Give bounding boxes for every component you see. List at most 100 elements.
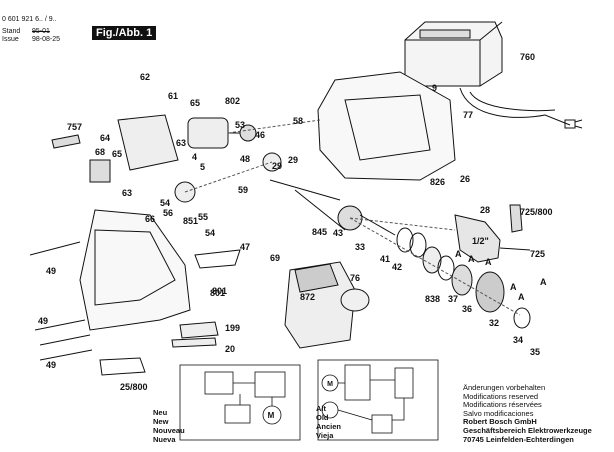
part-label: 58	[293, 116, 303, 126]
part-label: 63	[122, 188, 132, 198]
modification-note: Änderungen vorbehalten Modifications res…	[463, 383, 592, 444]
figure-label: Fig./Abb. 1	[92, 26, 157, 40]
part-label: 725/800	[520, 207, 553, 217]
part-label: 29	[272, 161, 282, 171]
part-label: 25/800	[120, 382, 148, 392]
label-plate	[179, 321, 219, 339]
part-label: 49	[46, 266, 56, 276]
part-label: 36	[462, 304, 472, 314]
part-label: 55	[198, 212, 208, 222]
kit	[99, 357, 146, 376]
legend-old-en: Old	[316, 413, 329, 422]
part-label: 5	[200, 162, 205, 172]
part-label: 199	[225, 323, 240, 333]
part-label: 20	[225, 344, 235, 354]
part-label: A	[518, 292, 525, 302]
part-label: 53	[235, 120, 245, 130]
company-name: Robert Bosch GmbH	[463, 417, 537, 427]
part-label: 9	[432, 83, 437, 93]
part-label: 42	[392, 262, 402, 272]
part-label: 63	[176, 138, 186, 148]
spindle	[269, 179, 396, 236]
screws	[29, 241, 93, 361]
issue-value: 98-08-25	[32, 36, 61, 43]
legend-old: Alt Old Ancien Vieja	[316, 404, 341, 440]
part-label: 66	[145, 214, 155, 224]
part-label: 28	[480, 205, 490, 215]
legend-new-fr: Nouveau	[153, 426, 185, 435]
legend-new: Neu New Nouveau Nueva	[153, 408, 185, 444]
legend-new-en: New	[153, 417, 169, 426]
part-label: 48	[240, 154, 250, 164]
legend-old-es: Vieja	[316, 431, 334, 440]
motor-symbol-old: M	[327, 381, 333, 388]
part-number: 0 601 921 6.. / 9..	[2, 16, 57, 23]
stand-value: 95-01	[32, 28, 50, 35]
part-label: 68	[95, 147, 105, 157]
part-label: 46	[255, 130, 265, 140]
part-label: 801	[210, 288, 225, 298]
part-label: 725	[530, 249, 545, 259]
wiring-new	[179, 364, 301, 441]
legend-new-es: Nueva	[153, 435, 176, 444]
part-label: 37	[448, 294, 458, 304]
part-label: A	[468, 254, 475, 264]
stand-label: Stand	[2, 28, 21, 35]
housing-left	[79, 209, 191, 331]
part-label: A	[540, 277, 547, 287]
part-label: 77	[463, 110, 473, 120]
legend-new-de: Neu	[153, 408, 168, 417]
part-label: 76	[350, 273, 360, 283]
part-label: 59	[238, 185, 248, 195]
part-label: 801	[212, 286, 227, 296]
motor	[187, 117, 257, 149]
part-label: 49	[38, 316, 48, 326]
company-division: Geschäftsbereich Elektrowerkzeuge	[463, 425, 592, 435]
part-label: 29	[288, 155, 298, 165]
part-label: 54	[160, 198, 170, 208]
part-label: A	[485, 257, 492, 267]
part-label: 69	[270, 253, 280, 263]
part-label: 845	[312, 227, 327, 237]
part-label: 760	[520, 52, 535, 62]
part-label: 757	[67, 122, 82, 132]
drill-chuck	[454, 204, 531, 263]
part-label: 54	[205, 228, 215, 238]
note-line: Modifications reserved	[463, 391, 539, 401]
note-line: Modifications réservées	[463, 400, 542, 410]
part-label: A	[510, 282, 517, 292]
part-label: 838	[425, 294, 440, 304]
battery-pack	[284, 261, 370, 349]
part-label: 47	[240, 242, 250, 252]
part-label: 61	[168, 91, 178, 101]
part-label: 826	[430, 177, 445, 187]
part-label: 872	[300, 292, 315, 302]
part-label: 65	[190, 98, 200, 108]
issue-label: Issue	[2, 36, 19, 43]
part-label: A	[455, 249, 462, 259]
part-label: 49	[46, 360, 56, 370]
part-label: 4	[192, 152, 197, 162]
part-label: 802	[225, 96, 240, 106]
part-label: 56	[163, 208, 173, 218]
note-line: Salvo modificaciones	[463, 408, 534, 418]
company-address: 70745 Leinfelden-Echterdingen	[463, 434, 574, 444]
housing-right	[317, 71, 456, 181]
part-label: 32	[489, 318, 499, 328]
part-label: 34	[513, 335, 523, 345]
part-label: 62	[140, 72, 150, 82]
battery-charger	[404, 21, 583, 129]
part-label: 41	[380, 254, 390, 264]
part-label: 43	[333, 228, 343, 238]
part-label: 26	[460, 174, 470, 184]
legend-old-de: Alt	[316, 404, 326, 413]
clip	[194, 249, 241, 269]
note-line: Änderungen vorbehalten	[463, 383, 546, 392]
part-label: 851	[183, 216, 198, 226]
motor-symbol-new: M	[268, 411, 275, 420]
part-label: 35	[530, 347, 540, 357]
strip	[171, 337, 217, 348]
gearbox-rings	[396, 227, 531, 329]
part-label: 33	[355, 242, 365, 252]
